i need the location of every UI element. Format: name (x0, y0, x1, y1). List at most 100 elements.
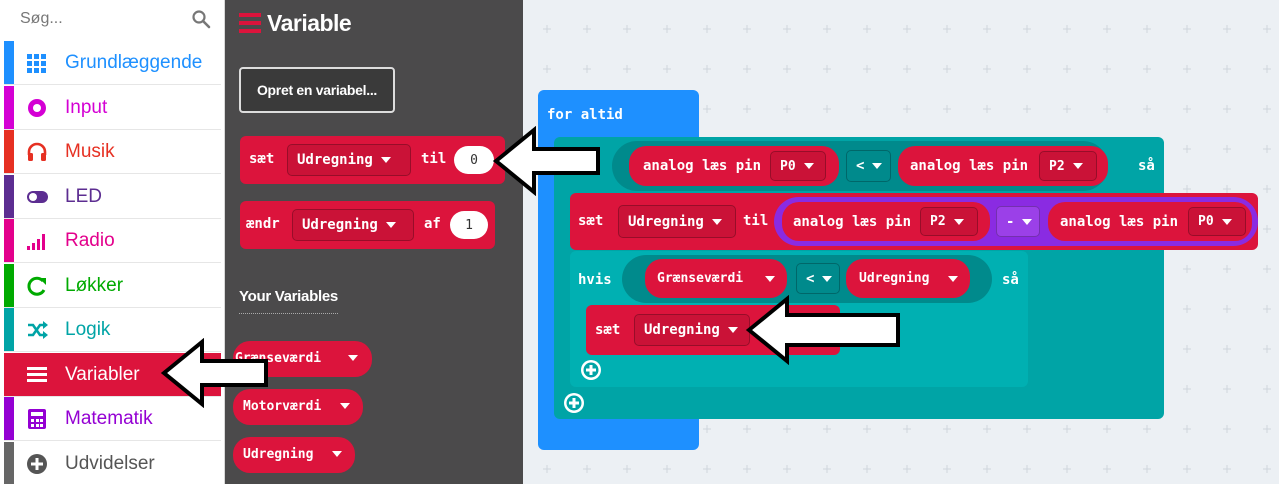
category-color-bar (4, 175, 14, 218)
category-label: Radio (65, 230, 115, 251)
signal-bars-icon (27, 234, 45, 250)
category-label: Variabler (65, 364, 140, 385)
pin-name: P0 (780, 158, 796, 174)
variable-reporter-udregning[interactable]: Udregning (233, 437, 355, 473)
chevron-down-icon (727, 327, 738, 333)
category-label: Grundlæggende (65, 52, 203, 73)
variable-name: Udregning (243, 447, 314, 462)
add-else-icon[interactable] (563, 392, 585, 414)
variables-flyout: Variable Opret en variabel... sæt Udregn… (225, 0, 523, 484)
pin-name: P0 (1198, 214, 1214, 229)
category-label: Input (65, 97, 108, 118)
category-input[interactable]: Input (4, 86, 221, 130)
category-logik[interactable]: Logik (4, 308, 221, 352)
grid-icon (27, 54, 46, 73)
circle-dot-icon (28, 99, 46, 117)
variable-reporter-motorvaerdi[interactable]: Motorværdi (233, 389, 363, 425)
variable-name: Motorværdi (243, 399, 322, 414)
block-keyword: sæt (578, 213, 604, 229)
category-color-bar (4, 264, 14, 307)
create-variable-button[interactable]: Opret en variabel... (239, 67, 395, 113)
category-color-bar (4, 308, 14, 351)
reporter-label: analog læs pin (793, 214, 912, 230)
operator-dropdown[interactable]: < (846, 150, 891, 182)
arrow-pointer-icon (745, 295, 900, 365)
category-loekker[interactable]: Løkker (4, 264, 221, 308)
pin-dropdown[interactable]: P2 (1039, 151, 1097, 181)
block-keyword: til (743, 213, 769, 229)
category-color-bar (4, 130, 14, 173)
category-grundlaeggende[interactable]: Grundlæggende (4, 41, 221, 85)
category-label: LED (65, 186, 102, 207)
change-variable-block[interactable]: ændr Udregning af 1 (240, 201, 495, 249)
refresh-icon (27, 276, 46, 296)
category-musik[interactable]: Musik (4, 130, 221, 174)
category-color-bar (4, 86, 14, 129)
variable-dropdown[interactable]: Udregning (287, 144, 411, 176)
reporter-label: analog læs pin (643, 158, 762, 174)
analog-read-pin-reporter[interactable]: analog læs pin P2 (782, 202, 990, 241)
block-keyword: så (1138, 158, 1155, 174)
add-else-icon[interactable] (580, 359, 602, 381)
analog-read-pin-reporter[interactable]: analog læs pin P2 (898, 146, 1108, 186)
toggle-icon (27, 191, 48, 203)
number-input[interactable]: 0 (454, 146, 494, 174)
analog-read-pin-reporter[interactable]: analog læs pin P0 (629, 146, 839, 186)
chevron-down-icon (348, 355, 358, 361)
category-radio[interactable]: Radio (4, 219, 221, 263)
variable-reporter-udregning[interactable]: Udregning (846, 259, 970, 298)
search-icon[interactable] (191, 9, 211, 29)
variable-reporter-graensevaerdi[interactable]: Grænseværdi (645, 259, 787, 298)
category-toolbox: Søg... Grundlæggende Input Mu (0, 0, 225, 484)
pin-name: P2 (930, 214, 946, 229)
pin-dropdown[interactable]: P2 (920, 207, 978, 236)
category-led[interactable]: LED (4, 175, 221, 219)
chevron-down-icon (872, 163, 883, 169)
chevron-down-icon (1022, 218, 1033, 225)
variable-dropdown[interactable]: Udregning (618, 205, 736, 238)
block-keyword: ændr (246, 216, 280, 232)
chevron-down-icon (380, 157, 391, 163)
category-udvidelser[interactable]: Udvidelser (4, 442, 221, 484)
block-keyword: til (421, 151, 447, 167)
category-label: Musik (65, 141, 115, 162)
operator-symbol: - (1006, 213, 1015, 230)
operator-dropdown[interactable]: - (996, 206, 1040, 237)
set-variable-block[interactable]: sæt Udregning til 0 (240, 136, 505, 184)
search-input[interactable]: Søg... (20, 10, 63, 27)
operator-symbol: < (806, 270, 815, 287)
pin-dropdown[interactable]: P0 (1188, 207, 1246, 236)
pin-dropdown[interactable]: P0 (770, 151, 826, 181)
variable-dropdown[interactable]: Udregning (634, 314, 750, 346)
chevron-down-icon (1221, 218, 1232, 225)
arrow-pointer-icon (492, 126, 600, 196)
list-icon (27, 367, 47, 382)
chevron-down-icon (765, 276, 775, 282)
search-box[interactable]: Søg... (4, 0, 221, 40)
analog-read-pin-reporter[interactable]: analog læs pin P0 (1048, 202, 1252, 241)
block-keyword: hvis (578, 272, 612, 288)
chevron-down-icon (340, 403, 350, 409)
variable-name: Grænseværdi (657, 271, 744, 286)
category-label: Løkker (65, 275, 124, 296)
variable-name: Udregning (644, 322, 720, 338)
arrow-pointer-icon (160, 338, 268, 408)
operator-symbol: < (856, 158, 865, 174)
variable-name: Udregning (297, 152, 373, 168)
pin-name: P2 (1049, 158, 1065, 174)
category-label: Udvidelser (65, 453, 155, 474)
chevron-down-icon (822, 275, 833, 282)
variable-dropdown[interactable]: Udregning (292, 209, 414, 241)
chevron-down-icon (953, 218, 964, 225)
flyout-title: Variable (267, 10, 352, 36)
list-icon (239, 13, 261, 33)
variable-name: Udregning (859, 271, 930, 286)
number-input[interactable]: 1 (450, 211, 488, 239)
category-color-bar (4, 397, 14, 440)
category-label: Matematik (65, 408, 153, 429)
calculator-icon (28, 409, 46, 429)
category-matematik[interactable]: Matematik (4, 397, 221, 441)
chevron-down-icon (948, 276, 958, 282)
operator-dropdown[interactable]: < (796, 263, 840, 294)
chevron-down-icon (385, 222, 396, 228)
